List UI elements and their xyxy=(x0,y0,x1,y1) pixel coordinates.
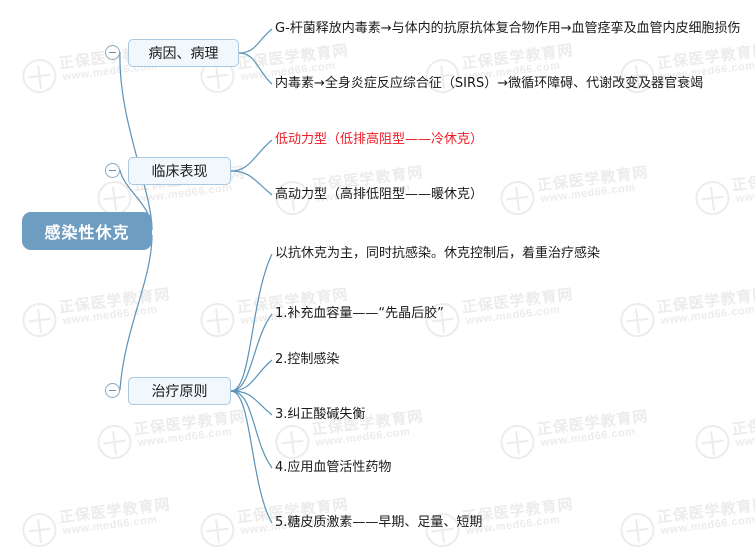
watermark-url: www.med66.com xyxy=(735,425,755,450)
watermark-url: www.med66.com xyxy=(137,425,234,450)
watermark-logo-icon xyxy=(498,179,537,218)
leaf-node-treatment-1[interactable]: 以抗休克为主，同时抗感染。休克控制后，着重治疗感染 xyxy=(275,246,601,261)
watermark-brand: 正保医学教育网 xyxy=(730,162,755,195)
watermark-brand: 正保医学教育网 xyxy=(235,40,350,73)
watermark-logo-icon xyxy=(693,423,732,462)
watermark-logo-icon xyxy=(20,301,59,340)
watermark-url: www.med66.com xyxy=(540,425,637,450)
watermark-brand: 正保医学教育网 xyxy=(57,284,172,317)
leaf-node-clinical-1[interactable]: 低动力型（低排高阻型——冷休克） xyxy=(275,132,484,147)
watermark-logo-icon xyxy=(20,57,59,96)
watermark-url: www.med66.com xyxy=(62,513,159,538)
root-node[interactable]: 感染性休克 xyxy=(22,212,152,250)
watermark-brand: 正保医学教育网 xyxy=(57,494,172,527)
watermark-brand: 正保医学教育网 xyxy=(460,284,575,317)
watermark-brand: 正保医学教育网 xyxy=(535,406,650,439)
leaf-node-clinical-2[interactable]: 高动力型（高排低阻型——暖休克） xyxy=(275,187,484,202)
branch-node-etiology[interactable]: 病因、病理 xyxy=(128,39,239,67)
branch-node-label: 病因、病理 xyxy=(148,46,219,62)
watermark-logo-icon xyxy=(693,179,732,218)
branch-node-label: 治疗原则 xyxy=(151,384,208,400)
watermark-url: www.med66.com xyxy=(540,181,637,206)
watermark-logo-icon xyxy=(198,511,237,550)
collapse-toggle-branch-1[interactable] xyxy=(105,45,120,60)
leaf-node-treatment-5[interactable]: 4.应用血管活性药物 xyxy=(275,460,392,475)
watermark-url: www.med66.com xyxy=(315,425,412,450)
watermark-brand: 正保医学教育网 xyxy=(655,494,755,527)
watermark-brand: 正保医学教育网 xyxy=(535,162,650,195)
watermark-url: www.med66.com xyxy=(465,303,562,328)
watermark-url: www.med66.com xyxy=(137,181,234,206)
watermark-logo-icon xyxy=(618,511,657,550)
collapse-toggle-branch-3[interactable] xyxy=(105,383,120,398)
root-node-label: 感染性休克 xyxy=(44,223,130,242)
watermark-logo-icon xyxy=(498,423,537,462)
watermark-logo-icon xyxy=(95,423,134,462)
branch-node-treatment[interactable]: 治疗原则 xyxy=(128,377,231,405)
watermark-brand: 正保医学教育网 xyxy=(655,40,755,73)
watermark-url: www.med66.com xyxy=(660,303,755,328)
branch-node-clinical[interactable]: 临床表现 xyxy=(128,157,231,185)
watermark-logo-icon xyxy=(273,423,312,462)
leaf-node-etiology-1[interactable]: G-杆菌释放内毒素→与体内的抗原抗体复合物作用→血管痉挛及血管内皮细胞损伤 xyxy=(275,21,741,36)
branch-node-label: 临床表现 xyxy=(151,164,208,180)
leaf-node-treatment-4[interactable]: 3.纠正酸碱失衡 xyxy=(275,407,366,422)
watermark-url: www.med66.com xyxy=(735,181,755,206)
watermark-logo-icon xyxy=(198,301,237,340)
leaf-node-treatment-6[interactable]: 5.糖皮质激素——早期、足量、短期 xyxy=(275,515,483,530)
collapse-toggle-branch-2[interactable] xyxy=(105,163,120,178)
watermark-logo-icon xyxy=(20,511,59,550)
watermark-brand: 正保医学教育网 xyxy=(460,40,575,73)
watermark-url: www.med66.com xyxy=(62,303,159,328)
leaf-node-treatment-3[interactable]: 2.控制感染 xyxy=(275,352,340,367)
watermark-brand: 正保医学教育网 xyxy=(655,284,755,317)
watermark-brand: 正保医学教育网 xyxy=(132,406,247,439)
leaf-node-etiology-2[interactable]: 内毒素→全身炎症反应综合征（SIRS）→微循环障碍、代谢改变及器官衰竭 xyxy=(275,76,704,91)
leaf-node-treatment-2[interactable]: 1.补充血容量——“先晶后胶” xyxy=(275,306,444,321)
watermark-brand: 正保医学教育网 xyxy=(730,406,755,439)
watermark-url: www.med66.com xyxy=(660,513,755,538)
watermark-logo-icon xyxy=(618,301,657,340)
